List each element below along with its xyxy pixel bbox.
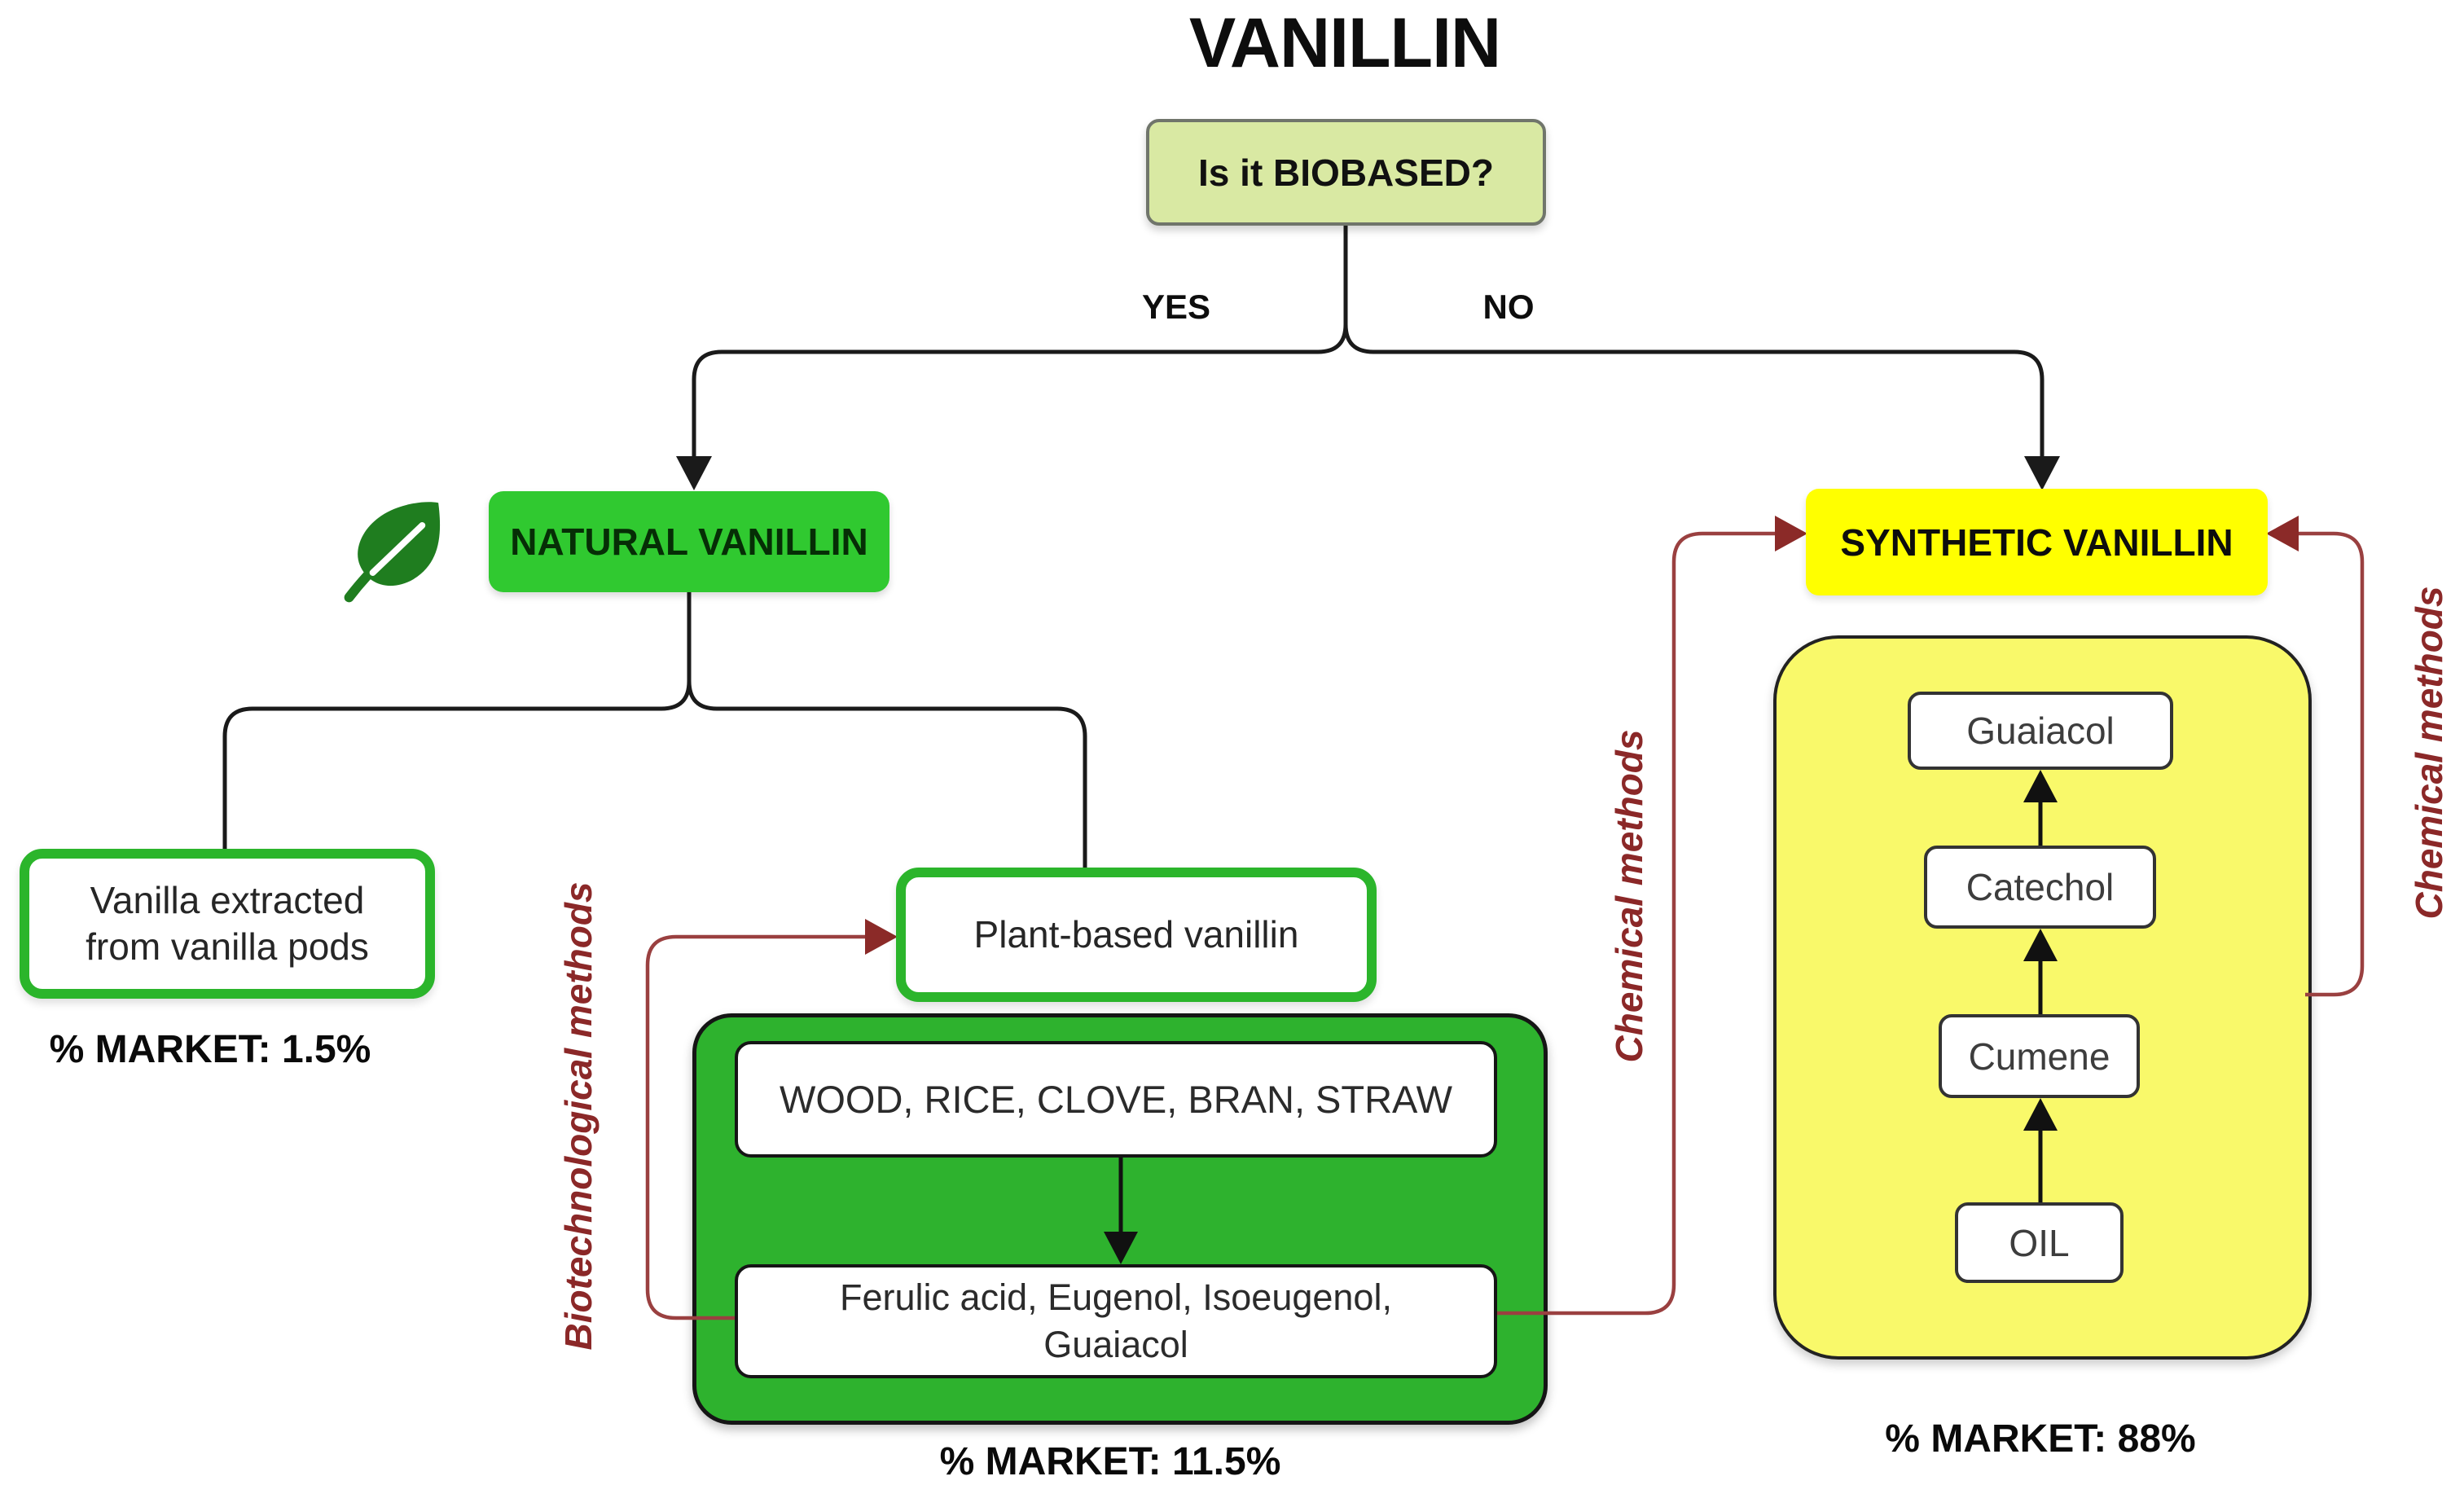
page-title: VANILLIN [1188, 3, 1501, 82]
arrowhead-into-synthetic-right [2266, 516, 2299, 551]
decision-no-connector [1343, 323, 2045, 479]
node-vanilla-pods: Vanilla extracted from vanilla pods [20, 849, 435, 999]
arrowhead-into-synthetic-left [1775, 516, 1807, 551]
vanilla-pods-line1: Vanilla extracted [90, 878, 365, 921]
arrowhead-into-synthetic-top [2024, 456, 2060, 490]
natural-to-pods-connector [222, 592, 692, 849]
node-catechol: Catechol [1924, 846, 2156, 929]
node-biotech-sources: WOOD, RICE, CLOVE, BRAN, STRAW [735, 1041, 1497, 1158]
natural-to-plant-connector [687, 680, 1087, 868]
node-synthetic-vanillin: SYNTHETIC VANILLIN [1806, 489, 2268, 595]
node-oil: OIL [1955, 1202, 2124, 1283]
arrowhead-into-plant-based [865, 919, 898, 955]
precursors-line2: Guaiacol [1043, 1324, 1188, 1365]
decision-node-biobased: Is it BIOBASED? [1146, 119, 1546, 226]
market-share-synthetic: % MARKET: 88% [1885, 1417, 2196, 1461]
market-share-natural-pods: % MARKET: 1.5% [49, 1027, 371, 1071]
branch-label-no: NO [1482, 288, 1535, 326]
node-guaiacol: Guaiacol [1908, 692, 2173, 770]
node-natural-vanillin: NATURAL VANILLIN [489, 491, 889, 592]
market-share-plant-based: % MARKET: 11.5% [939, 1439, 1281, 1483]
branch-label-yes: YES [1141, 288, 1211, 326]
leaf-icon [344, 502, 441, 603]
vanilla-pods-line2: from vanilla pods [86, 925, 369, 968]
node-cumene: Cumene [1939, 1014, 2140, 1098]
label-chemical-methods-right: Chemical methods [2408, 586, 2450, 920]
label-biotechnological-methods: Biotechnological methods [557, 881, 600, 1351]
precursors-line1: Ferulic acid, Eugenol, Isoeugenol, [840, 1276, 1392, 1318]
decision-yes-connector [692, 226, 1348, 479]
label-chemical-methods-left: Chemical methods [1608, 729, 1650, 1063]
node-plant-based-vanillin: Plant-based vanillin [896, 868, 1377, 1002]
arrowhead-into-natural [676, 456, 712, 490]
node-biotech-precursors: Ferulic acid, Eugenol, Isoeugenol, Guaia… [735, 1264, 1497, 1378]
